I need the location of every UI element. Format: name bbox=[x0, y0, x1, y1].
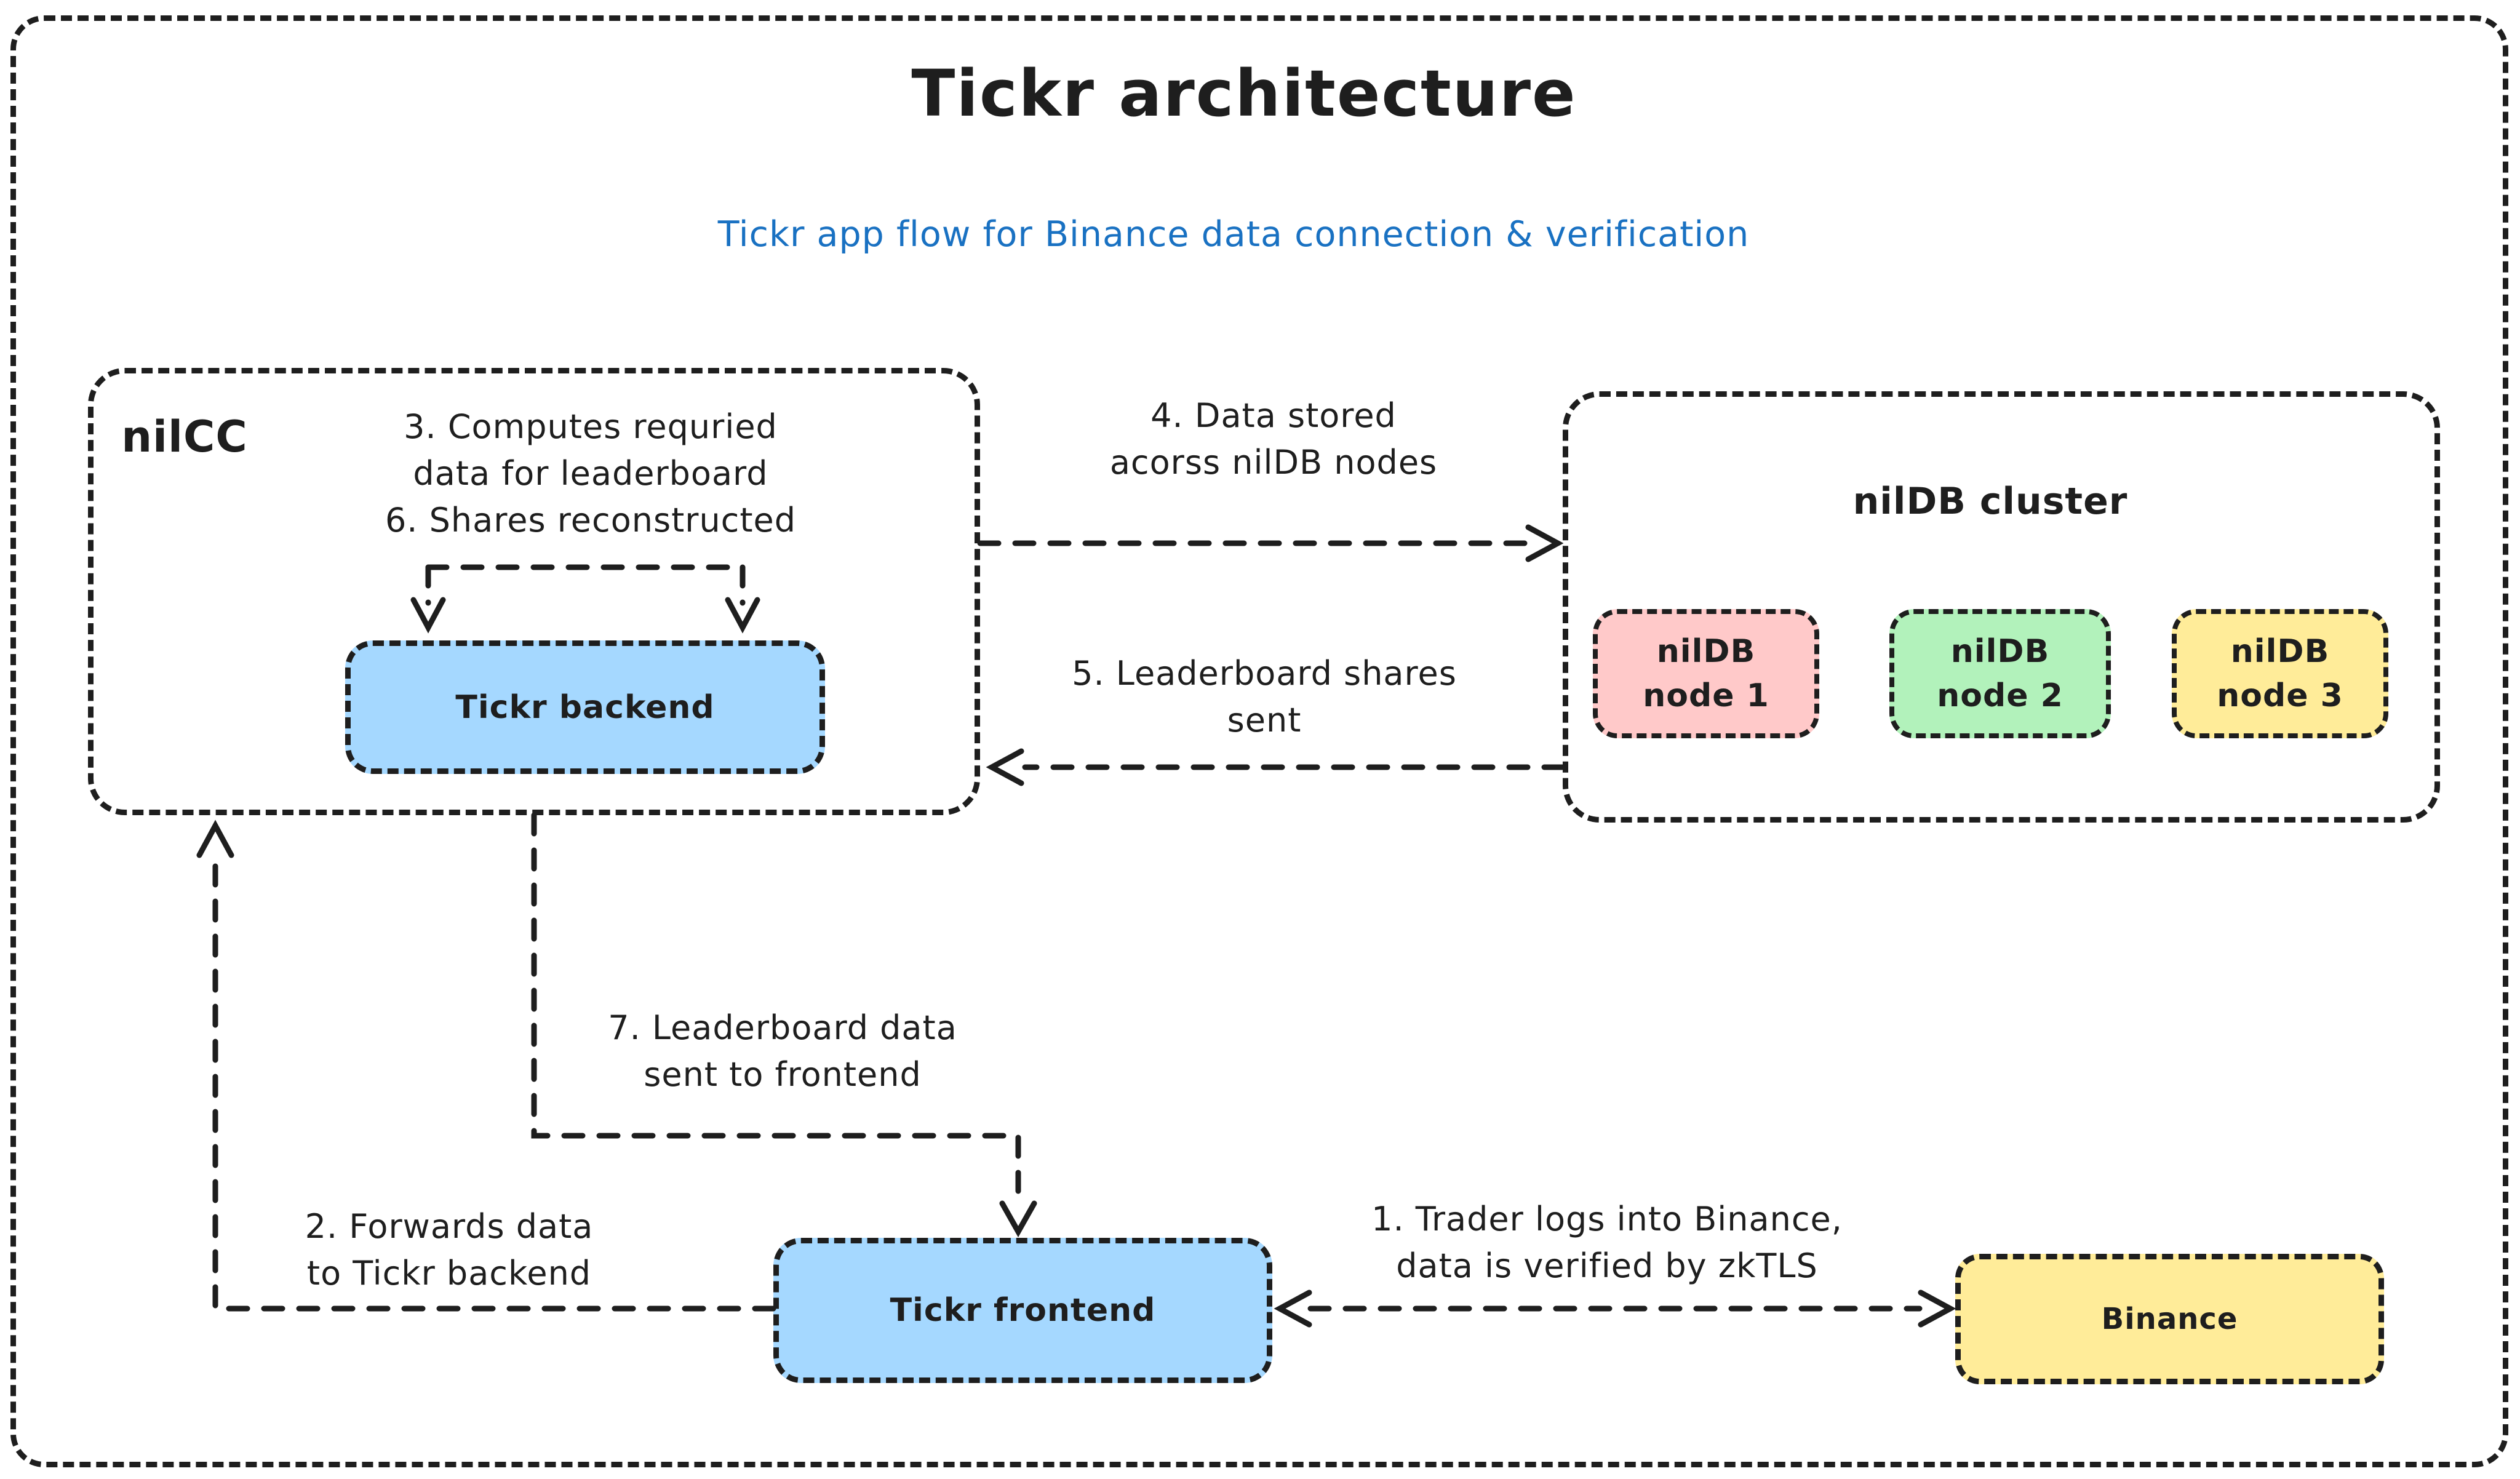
arrow-step2-head-up-icon bbox=[196, 819, 234, 858]
flow-step7-line1: 7. Leaderboard data bbox=[608, 1008, 957, 1047]
nilcc-label: nilCC bbox=[121, 412, 248, 462]
arrow-step5-head-left-icon bbox=[986, 748, 1024, 786]
page-subtitle: Tickr app flow for Binance data connecti… bbox=[717, 214, 1750, 255]
nildb-node-1-line2: node 1 bbox=[1643, 677, 1769, 714]
tickr-frontend-label: Tickr frontend bbox=[890, 1292, 1156, 1329]
nildb-node-3-line1: nilDB bbox=[2230, 633, 2330, 670]
flow-step1-line1: 1. Trader logs into Binance, bbox=[1371, 1200, 1843, 1238]
arrow-step4-head-right-icon bbox=[1525, 524, 1564, 562]
nildb-node-2-line2: node 2 bbox=[1937, 677, 2063, 714]
nildb-node-2: nilDB node 2 bbox=[1889, 609, 2111, 738]
flow-label-step5: 5. Leaderboard shares sent bbox=[1072, 650, 1457, 744]
note-line-step6: 6. Shares reconstructed bbox=[385, 501, 797, 540]
flow-label-step2: 2. Forwards data to Tickr backend bbox=[305, 1203, 594, 1297]
arrow-step7-head-down-icon bbox=[999, 1200, 1037, 1238]
tickr-backend-label: Tickr backend bbox=[455, 688, 715, 726]
nildb-node-3: nilDB node 3 bbox=[2172, 609, 2388, 738]
flow-step5-line2: sent bbox=[1227, 701, 1302, 740]
note-line-step3: 3. Computes requried bbox=[404, 407, 778, 446]
arrow-step1-head-right-icon bbox=[1918, 1290, 1956, 1328]
nildb-node-1: nilDB node 1 bbox=[1593, 609, 1819, 738]
binance-box: Binance bbox=[1955, 1254, 2384, 1384]
nildb-cluster-title: nilDB cluster bbox=[1852, 480, 2128, 523]
arrow-step1-head-left-icon bbox=[1274, 1290, 1312, 1328]
flow-step1-line2: data is verified by zkTLS bbox=[1396, 1246, 1818, 1285]
arrow-step2-line bbox=[212, 858, 776, 1312]
flow-label-step1: 1. Trader logs into Binance, data is ver… bbox=[1371, 1196, 1843, 1290]
bracket-arrowhead-right-down-icon bbox=[725, 597, 760, 634]
nildb-node-1-line1: nilDB bbox=[1656, 633, 1756, 670]
flow-step4-line1: 4. Data stored bbox=[1150, 396, 1397, 435]
binance-label: Binance bbox=[2101, 1302, 2238, 1336]
flow-step2-line2: to Tickr backend bbox=[306, 1254, 592, 1293]
flow-label-step4: 4. Data stored acorss nilDB nodes bbox=[1110, 393, 1437, 486]
bracket-into-backend bbox=[425, 564, 746, 606]
nildb-node-3-line2: node 3 bbox=[2217, 677, 2343, 714]
flow-step2-line1: 2. Forwards data bbox=[305, 1207, 594, 1246]
nilcc-notes: 3. Computes requried data for leaderboar… bbox=[385, 404, 796, 544]
arrow-step7-line bbox=[531, 812, 1021, 1200]
flow-step7-line2: sent to frontend bbox=[644, 1055, 922, 1094]
nildb-cluster-box bbox=[1563, 391, 2440, 823]
bracket-arrowhead-left-down-icon bbox=[410, 597, 446, 634]
nildb-node-2-line1: nilDB bbox=[1950, 633, 2050, 670]
page-title: Tickr architecture bbox=[911, 56, 1577, 131]
tickr-frontend-box: Tickr frontend bbox=[773, 1238, 1272, 1383]
flow-step4-line2: acorss nilDB nodes bbox=[1109, 443, 1438, 482]
outer-frame bbox=[10, 15, 2508, 1467]
flow-step5-line1: 5. Leaderboard shares bbox=[1072, 654, 1457, 693]
flow-label-step7: 7. Leaderboard data sent to frontend bbox=[608, 1005, 957, 1098]
note-line-step3b: data for leaderboard bbox=[413, 454, 768, 493]
tickr-backend-box: Tickr backend bbox=[345, 640, 825, 774]
